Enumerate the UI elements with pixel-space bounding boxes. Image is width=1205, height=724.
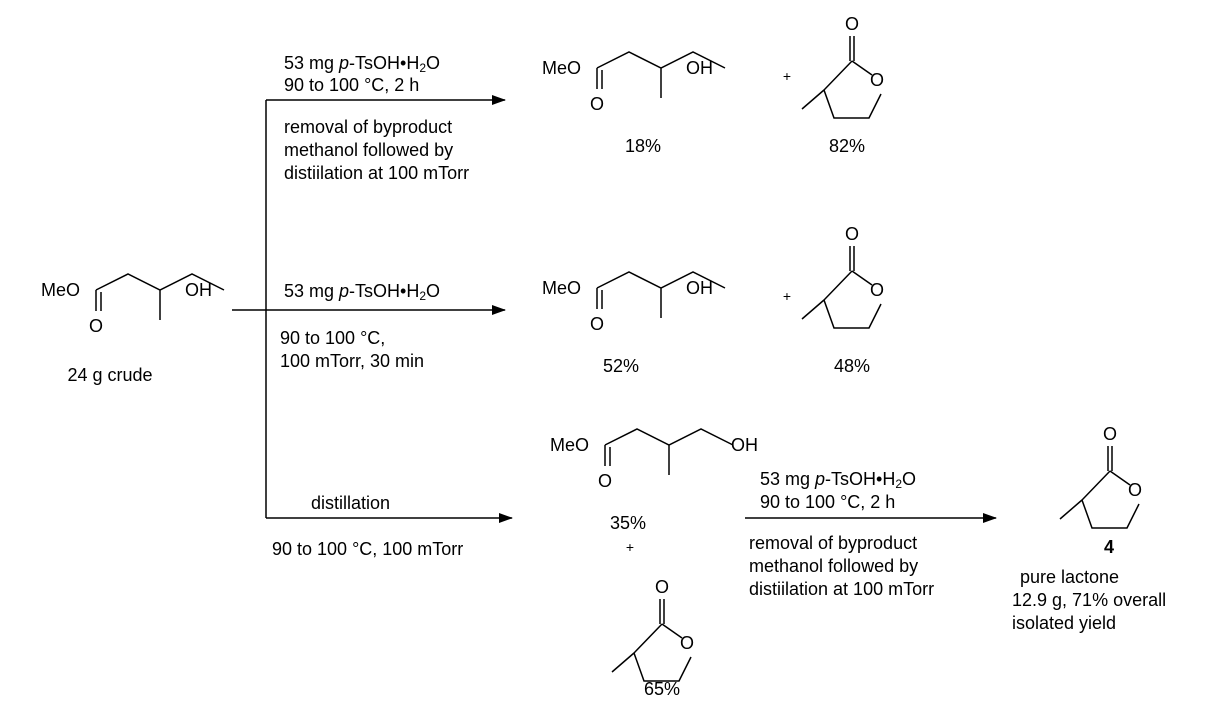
- route-3-workup-line-1: removal of byproduct: [749, 533, 918, 553]
- route-1-ester-yield: 18%: [624, 136, 662, 156]
- starting-material-amount: 24 g crude: [67, 365, 153, 385]
- atom-label-carbonyl-o: O: [598, 471, 612, 491]
- route-3-ester-structure: [604, 428, 734, 476]
- atom-label-oh: OH: [185, 280, 212, 300]
- plus-sign: +: [783, 68, 791, 84]
- route-3-step1-label: distillation: [311, 493, 391, 513]
- route-1-workup-line-3: distiilation at 100 mTorr: [284, 163, 470, 183]
- plus-sign: +: [783, 288, 791, 304]
- route-1-workup-line-1: removal of byproduct: [284, 117, 453, 137]
- atom-label-oh: OH: [731, 435, 758, 455]
- route-1-conditions: 90 to 100 °C, 2 h: [284, 75, 420, 95]
- compound-number: 4: [1103, 537, 1115, 557]
- route-2-lactone-yield: 48%: [833, 356, 871, 376]
- atom-label-meo: MeO: [542, 278, 581, 298]
- atom-label-meo: MeO: [542, 58, 581, 78]
- route-2-conditions-line-1: 90 to 100 °C,: [280, 328, 386, 348]
- atom-label-ring-o: O: [680, 633, 694, 653]
- atom-label-meo: MeO: [41, 280, 80, 300]
- route-3-step1-conditions: 90 to 100 °C, 100 mTorr: [272, 539, 464, 559]
- final-product-description-line-3: isolated yield: [1012, 613, 1117, 633]
- route-2-ester-yield: 52%: [602, 356, 640, 376]
- atom-label-meo: MeO: [550, 435, 589, 455]
- atom-label-oh: OH: [686, 58, 713, 78]
- atom-label-ring-o: O: [870, 280, 884, 300]
- atom-label-ring-o: O: [1128, 480, 1142, 500]
- route-2-reagent: 53 mg p-TsOH•H2O: [284, 281, 441, 303]
- route-3-reagent: 53 mg p-TsOH•H2O: [760, 469, 917, 491]
- route-2-conditions-line-2: 100 mTorr, 30 min: [280, 351, 425, 371]
- route-3-lactone-yield: 65%: [643, 679, 681, 699]
- final-product-description-line-2: 12.9 g, 71% overall: [1012, 590, 1167, 610]
- atom-label-ring-o: O: [870, 70, 884, 90]
- route-1-lactone-yield: 82%: [828, 136, 866, 156]
- route-3-conditions: 90 to 100 °C, 2 h: [760, 492, 896, 512]
- atom-label-oh: OH: [686, 278, 713, 298]
- route-3-workup-line-2: methanol followed by: [749, 556, 919, 576]
- plus-sign: +: [625, 539, 635, 555]
- route-3-workup-line-3: distiilation at 100 mTorr: [749, 579, 935, 599]
- route-3-ester-yield: 35%: [609, 513, 647, 533]
- final-product-description-line-1: pure lactone: [1020, 567, 1120, 587]
- atom-label-carbonyl-o: O: [89, 316, 103, 336]
- atom-label-carbonyl-o: O: [655, 577, 669, 597]
- route-1-workup-line-2: methanol followed by: [284, 140, 454, 160]
- atom-label-carbonyl-o: O: [590, 314, 604, 334]
- route-1-reagent: 53 mg p-TsOH•H2O: [284, 53, 441, 75]
- atom-label-carbonyl-o: O: [1103, 424, 1117, 444]
- atom-label-carbonyl-o: O: [845, 14, 859, 34]
- atom-label-carbonyl-o: O: [845, 224, 859, 244]
- atom-label-carbonyl-o: O: [590, 94, 604, 114]
